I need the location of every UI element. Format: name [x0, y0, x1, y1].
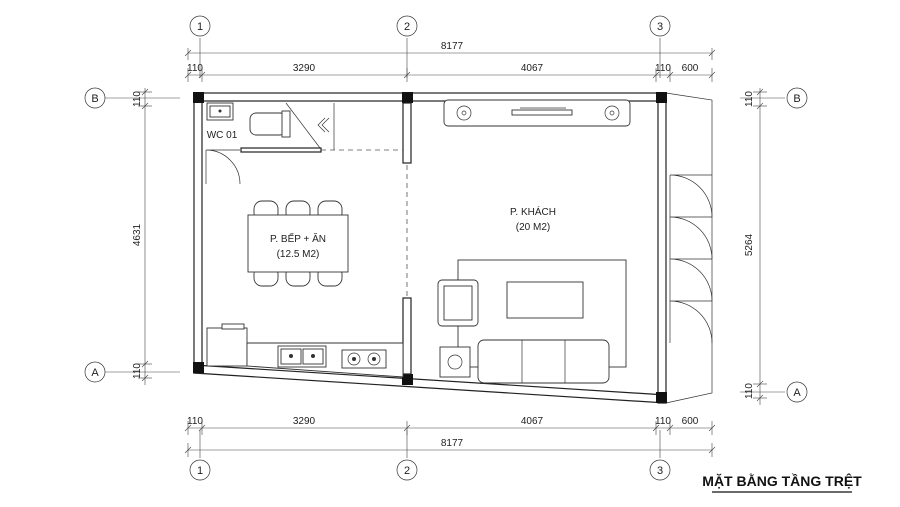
grid-bubble-a-left: A — [84, 361, 106, 383]
grid-bubble-3-bottom: 3 — [649, 459, 671, 481]
grid-bubble-b-left: B — [84, 87, 106, 109]
right-dimension-1: 110 — [744, 91, 755, 107]
bottom-dimension-3: 4067 — [521, 416, 544, 427]
bottom-total-dimension: 8177 — [441, 438, 464, 449]
grid-label-2-bottom: 2 — [404, 465, 410, 477]
bottom-dimension-1: 110 — [187, 416, 203, 427]
left-dimension-3: 110 — [132, 363, 143, 379]
grid-label-1-bottom: 1 — [197, 465, 203, 477]
grid-bubble-3-top: 3 — [649, 15, 671, 37]
left-dimension-2: 4631 — [132, 223, 143, 246]
wc-fixtures — [205, 102, 335, 185]
right-dimension-2: 5264 — [744, 233, 755, 256]
grid-label-3-bottom: 3 — [657, 465, 663, 477]
bottom-dimension-2: 3290 — [293, 416, 316, 427]
grid-bubble-a-right: A — [786, 381, 808, 403]
grid-bubble-1-top: 1 — [189, 15, 211, 37]
top-dimension-3: 4067 — [521, 63, 544, 74]
balcony-doors — [669, 174, 713, 344]
right-dimension-lines — [753, 88, 767, 405]
living-room-set — [437, 259, 627, 384]
bottom-dimension-5: 600 — [682, 416, 699, 427]
grid-label-3-top: 3 — [657, 21, 663, 33]
grid-label-a-left: A — [91, 367, 99, 379]
partition-walls — [240, 102, 412, 375]
living-label: P. KHÁCH — [510, 205, 556, 218]
grid-bubble-2-bottom: 2 — [396, 459, 418, 481]
top-dimension-5: 600 — [682, 63, 699, 74]
grid-bubble-1-bottom: 1 — [189, 459, 211, 481]
grid-label-b-right: B — [793, 93, 800, 105]
right-dimension-3: 110 — [744, 383, 755, 399]
left-dimension-lines — [138, 88, 152, 385]
grid-label-a-right: A — [793, 387, 801, 399]
drawing-title: MẶT BẰNG TẦNG TRỆT — [702, 472, 862, 489]
living-area: (20 M2) — [516, 222, 550, 233]
grid-lines — [105, 38, 785, 458]
kitchen-label: P. BẾP + ĂN — [270, 232, 326, 245]
dining-table — [247, 200, 349, 287]
wc-label: WC 01 — [207, 130, 238, 141]
top-dimension-1: 110 — [187, 63, 203, 74]
bottom-dimension-4: 110 — [655, 416, 671, 427]
kitchen-area: (12.5 M2) — [277, 249, 320, 260]
grid-label-2-top: 2 — [404, 21, 410, 33]
grid-label-1-top: 1 — [197, 21, 203, 33]
grid-bubble-b-right: B — [786, 87, 808, 109]
tv-cabinet — [443, 99, 631, 127]
top-dimension-2: 3290 — [293, 63, 316, 74]
kitchen-counter — [206, 323, 404, 378]
top-total-dimension: 8177 — [441, 41, 464, 52]
grid-bubble-2-top: 2 — [396, 15, 418, 37]
columns — [193, 92, 667, 403]
top-dimension-lines — [184, 48, 716, 82]
left-dimension-1: 110 — [132, 91, 143, 107]
grid-label-b-left: B — [91, 93, 98, 105]
bottom-dimension-lines — [184, 421, 716, 457]
top-dimension-4: 110 — [655, 63, 671, 74]
